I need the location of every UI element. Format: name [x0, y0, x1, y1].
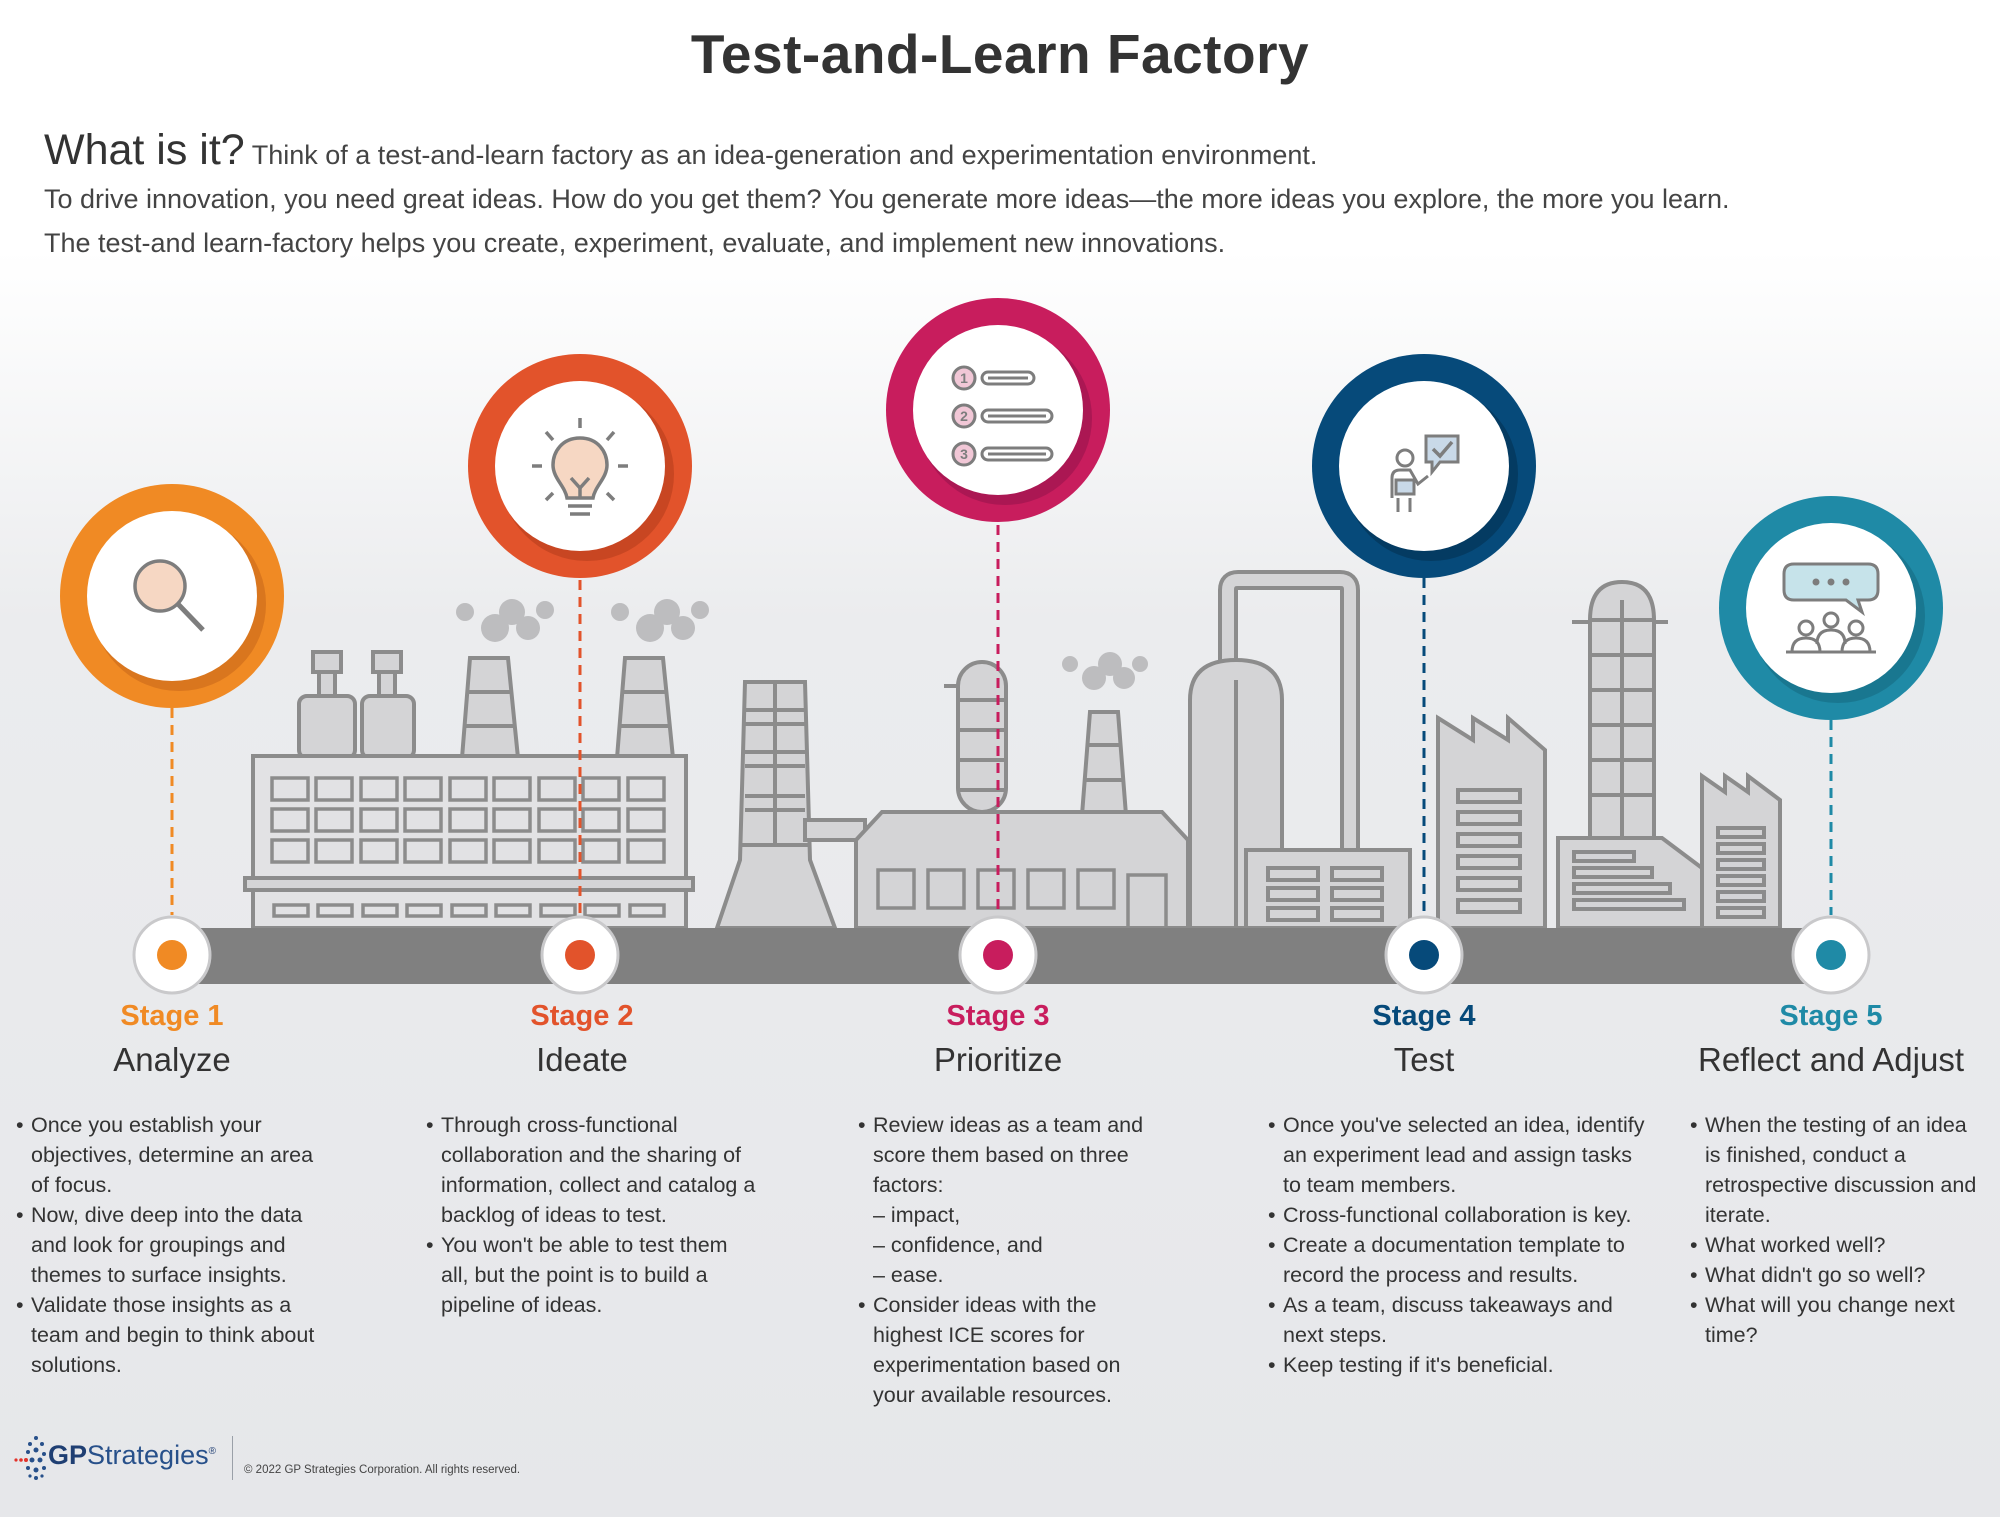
stage-4-name: Test [1393, 1041, 1455, 1078]
stage-1-bullet-item: Once you establish your objectives, dete… [16, 1110, 316, 1200]
stage-4-heading: Stage 4 Test [1214, 1000, 1634, 1079]
stage-5-bullets: When the testing of an idea is finished,… [1690, 1110, 1980, 1350]
stage-4-bullet-item: As a team, discuss takeaways and next st… [1268, 1290, 1648, 1350]
stage-2-badge [468, 354, 692, 578]
magnifier-icon [133, 559, 205, 632]
building-b [714, 680, 867, 930]
stage-4-number: Stage 4 [1372, 1000, 1476, 1032]
stage-1-bullet-item: Now, dive deep into the data and look fo… [16, 1200, 316, 1290]
building-g [1700, 772, 1782, 930]
stage-2-name: Ideate [536, 1041, 628, 1078]
stage-1-bullets: Once you establish your objectives, dete… [16, 1110, 316, 1380]
stage-3-number: Stage 3 [946, 1000, 1050, 1032]
stage-1-bullet-item: Validate those insights as a team and be… [16, 1290, 316, 1380]
gp-strategies-logo: GPStrategies® [48, 1440, 216, 1470]
team-discussion-icon [1782, 562, 1880, 654]
stage-5-bullet-item: What will you change next time? [1690, 1290, 1980, 1350]
building-a [243, 650, 695, 930]
stage-1-name: Analyze [113, 1041, 231, 1078]
stage-1-badge [60, 484, 284, 708]
stage-3-bullet-item: – confidence, and [873, 1233, 1043, 1257]
stage-4-bullets: Once you've selected an idea, identify a… [1268, 1110, 1648, 1380]
page-title: Test-and-Learn Factory [690, 23, 1310, 85]
intro-line-3: The test-and learn-factory helps you cre… [44, 228, 1226, 258]
stage-3-bullets: Review ideas as a team and score them ba… [858, 1110, 1158, 1410]
stage-5-name: Reflect and Adjust [1698, 1041, 1964, 1078]
stage-2-heading: Stage 2 Ideate [372, 1000, 792, 1079]
stage-5-bullet-item: What worked well? [1690, 1230, 1980, 1260]
list-number-2: 2 [960, 408, 968, 424]
stage-1-number: Stage 1 [120, 1000, 224, 1032]
intro-question: What is it? [44, 126, 245, 174]
stage-2-bullet-item: Through cross-functional collaboration a… [426, 1110, 756, 1230]
stage-3-heading: Stage 3 Prioritize [788, 1000, 1208, 1079]
list-number-1: 1 [960, 370, 968, 386]
copyright-text: © 2022 GP Strategies Corporation. All ri… [244, 1464, 521, 1476]
stage-4-bullet-item: Create a documentation template to recor… [1268, 1230, 1648, 1290]
numbered-list-icon [951, 365, 1054, 467]
gp-strategies-logo-mark-icon [14, 1436, 46, 1480]
building-f [1556, 579, 1704, 930]
intro-line-2: To drive innovation, you need great idea… [44, 184, 1730, 214]
stage-1-heading: Stage 1 Analyze [0, 1000, 382, 1079]
intro-text: What is it? Think of a test-and-learn fa… [44, 128, 1974, 265]
smoke-clouds [456, 599, 1148, 690]
factory-buildings [243, 570, 1782, 930]
stage-3-bullet-item: – impact, [873, 1203, 961, 1227]
building-c-windows [876, 868, 1168, 930]
presenter-checkmark-icon [1390, 434, 1460, 512]
factory-illustration: 1 2 3 [60, 298, 1943, 995]
building-c [854, 660, 1190, 930]
stage-5-bullet-item: What didn't go so well? [1690, 1260, 1980, 1290]
building-e [1436, 713, 1547, 930]
stage-2-bullets: Through cross-functional collaboration a… [426, 1110, 756, 1320]
lightbulb-icon [532, 418, 628, 516]
stage-5-heading: Stage 5 Reflect and Adjust [1621, 1000, 2000, 1079]
stage-4-bullet-item: Once you've selected an idea, identify a… [1268, 1110, 1648, 1200]
stage-3-badge: 1 2 3 [886, 298, 1110, 522]
list-number-3: 3 [960, 446, 968, 462]
stage-4-bullet-item: Cross-functional collaboration is key. [1268, 1200, 1648, 1230]
stage-4-bullet-item: Keep testing if it's beneficial. [1268, 1350, 1648, 1380]
footer-divider [232, 1436, 233, 1480]
stage-5-bullet-item: When the testing of an idea is finished,… [1690, 1110, 1980, 1230]
stage-nodes [132, 915, 1871, 995]
stage-5-badge [1719, 496, 1943, 720]
stage-3-bullet-item: Consider ideas with the highest ICE scor… [858, 1290, 1158, 1410]
building-a-windows [270, 776, 666, 918]
building-d [1188, 570, 1412, 930]
intro-line-1: Think of a test-and-learn factory as an … [251, 140, 1318, 170]
stage-5-number: Stage 5 [1779, 1000, 1883, 1032]
stage-2-number: Stage 2 [530, 1000, 634, 1032]
stage-4-badge [1312, 354, 1536, 578]
stage-3-bullet-item: Review ideas as a team and score them ba… [858, 1110, 1158, 1200]
stage-2-bullet-item: You won't be able to test them all, but … [426, 1230, 756, 1320]
stage-3-name: Prioritize [933, 1041, 1063, 1078]
stage-3-bullet-item: – ease. [873, 1263, 944, 1287]
